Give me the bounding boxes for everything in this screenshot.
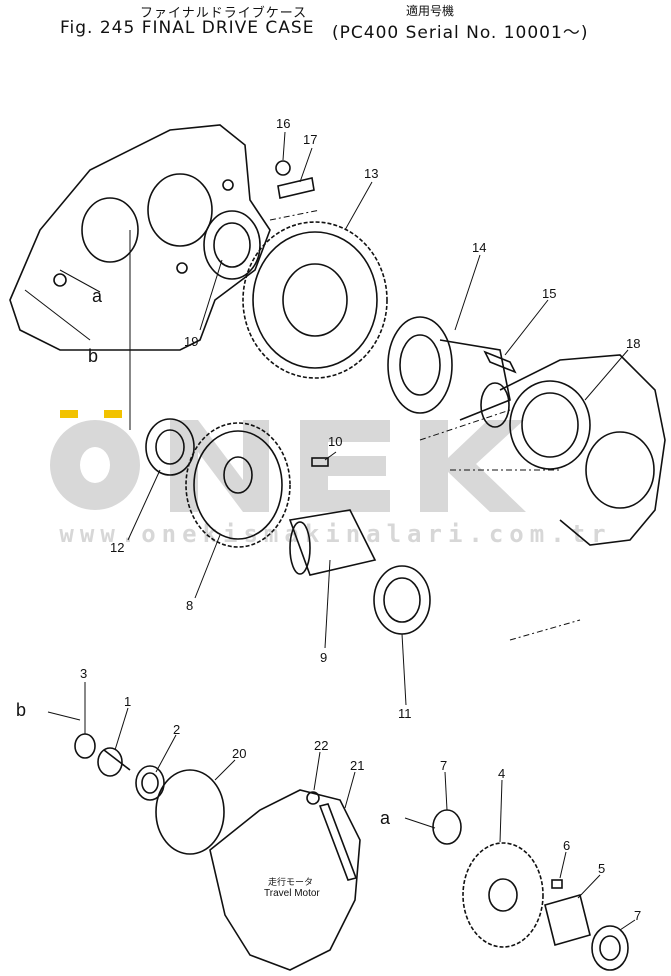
label-part-2: 2 xyxy=(173,722,180,737)
travel-motor-label-japanese: 走行モータ xyxy=(268,878,314,888)
o-ring-20 xyxy=(155,769,225,855)
gear-4 xyxy=(462,842,544,948)
bolt-21 xyxy=(318,803,358,881)
label-part-11: 11 xyxy=(398,706,412,721)
final-drive-case-housing xyxy=(9,124,271,351)
label-part-1: 1 xyxy=(124,694,131,709)
gear-13 xyxy=(242,221,388,379)
label-part-9: 9 xyxy=(320,650,327,665)
label-part-12: 12 xyxy=(110,540,124,555)
applicability-serial: (PC400 Serial No. 10001～) xyxy=(332,23,589,43)
label-part-17: 17 xyxy=(303,132,317,147)
label-part-20: 20 xyxy=(232,746,246,761)
gear-8 xyxy=(185,422,291,548)
label-part-3: 3 xyxy=(80,666,87,681)
label-part-5: 5 xyxy=(598,861,605,876)
label-part-14: 14 xyxy=(472,240,486,255)
bearing-3 xyxy=(74,733,96,759)
title-japanese: ファイナルドライブケース xyxy=(140,6,308,21)
reference-a-upper: a xyxy=(92,286,103,306)
travel-motor-label: Travel Motor xyxy=(264,888,320,899)
label-part-21: 21 xyxy=(350,758,364,773)
label-part-7: 7 xyxy=(440,758,447,773)
plate-17 xyxy=(277,177,315,199)
label-part-13: 13 xyxy=(364,166,378,181)
bolt-15 xyxy=(483,350,517,374)
gear-1 xyxy=(97,747,131,777)
reference-b-upper: b xyxy=(88,346,98,366)
label-part-4: 4 xyxy=(498,766,505,781)
label-part-8: 8 xyxy=(186,598,193,613)
cover-18 xyxy=(499,354,666,546)
key-10 xyxy=(311,457,329,467)
label-part-10: 10 xyxy=(328,434,342,449)
applicability-japanese: 適用号機 xyxy=(406,4,455,18)
label-part-15: 15 xyxy=(542,286,556,301)
bearing-19 xyxy=(203,210,261,280)
label-part-22: 22 xyxy=(314,738,328,753)
label-part-19: 19 xyxy=(184,334,198,349)
label-part-18: 18 xyxy=(626,336,640,351)
figure-title: Fig. 245 FINAL DRIVE CASE xyxy=(60,18,315,38)
nut-16 xyxy=(275,160,291,176)
bearing-12 xyxy=(145,418,195,476)
key-6 xyxy=(551,879,563,889)
label-part-7-right: 7 xyxy=(634,908,641,923)
gear-5 xyxy=(544,894,591,946)
bearing-7-right xyxy=(591,925,629,971)
bearing-7-lower xyxy=(432,809,462,845)
label-part-6: 6 xyxy=(563,838,570,853)
reference-b-lower: b xyxy=(16,700,26,720)
hub-14 xyxy=(387,316,511,428)
reference-a-lower: a xyxy=(380,808,391,828)
travel-motor xyxy=(209,789,361,971)
seal-22 xyxy=(306,791,320,805)
label-part-16: 16 xyxy=(276,116,290,131)
pinion-shaft-9 xyxy=(288,509,377,576)
bearing-11 xyxy=(373,565,431,635)
bearing-2 xyxy=(135,765,165,801)
